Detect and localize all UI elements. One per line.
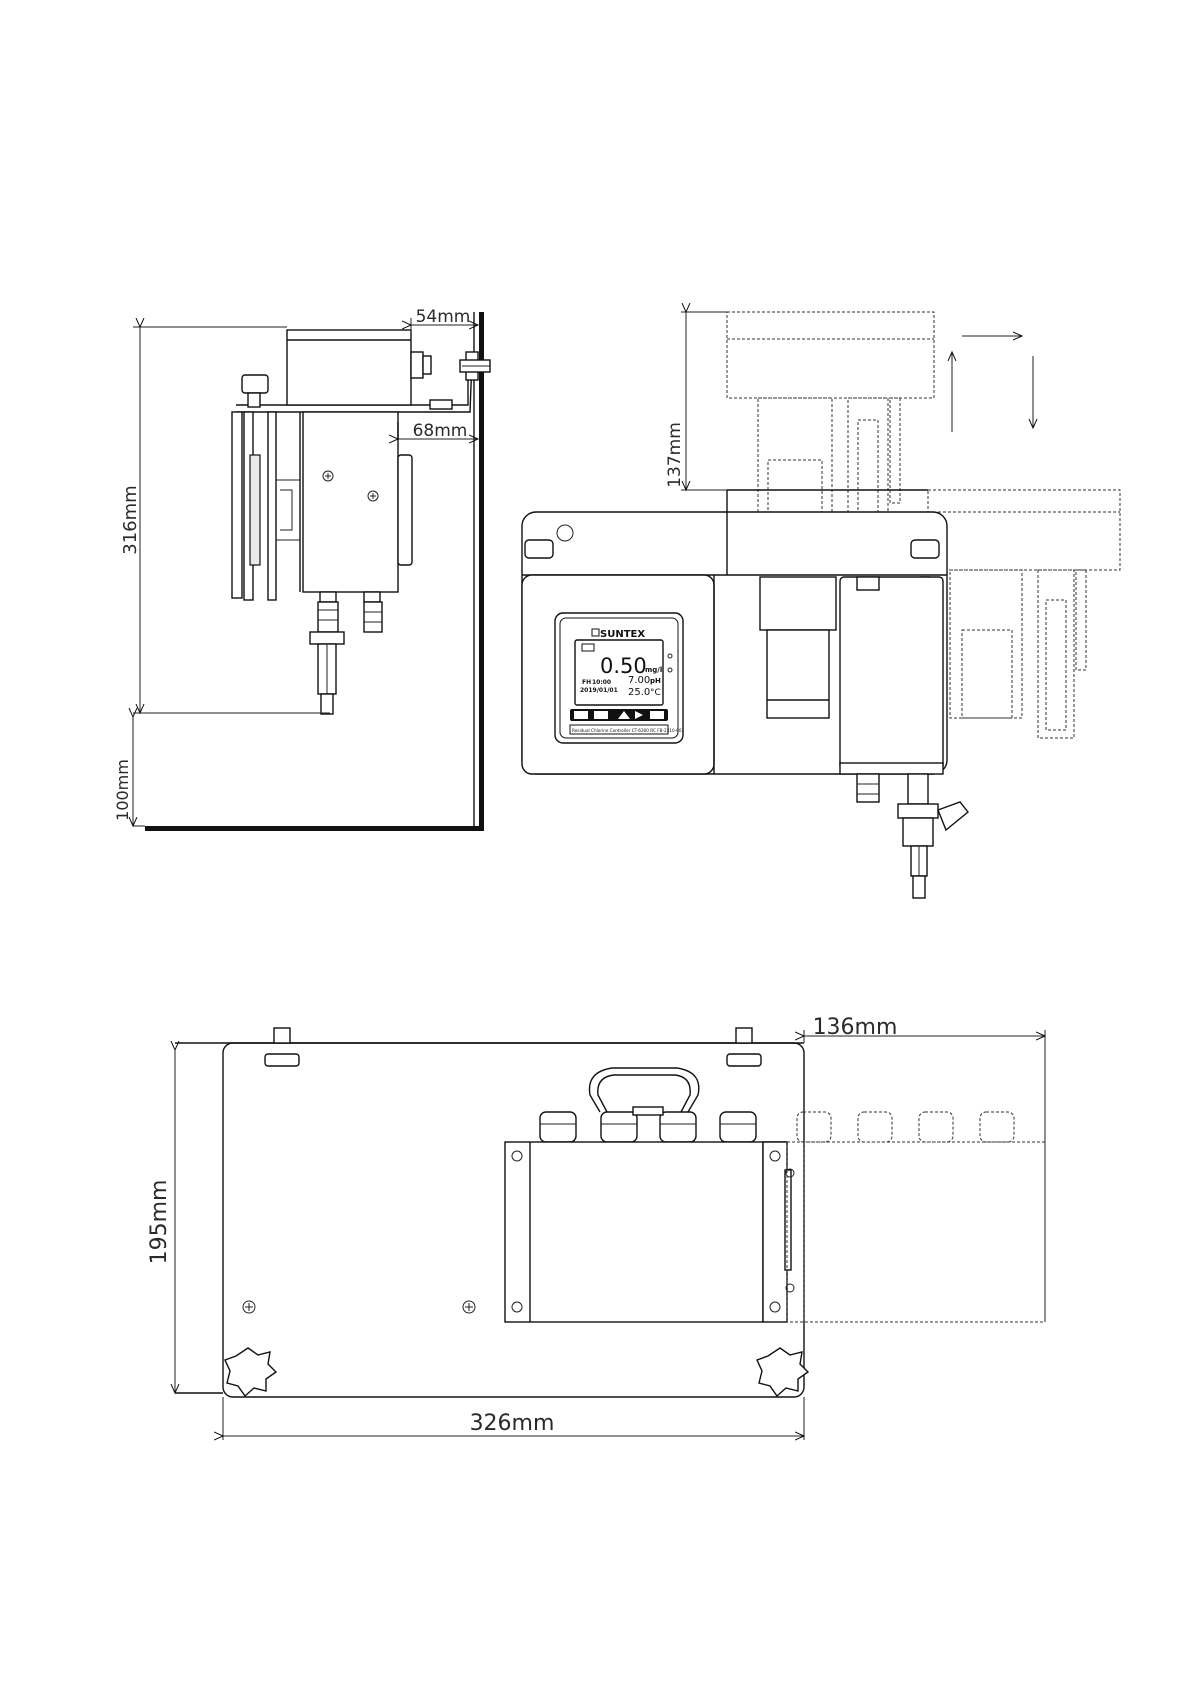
mode-label: FH — [582, 679, 591, 686]
front-view: 137mm SUNTEX 0.50 mg/l FH 10:00 2019/01/… — [522, 312, 1120, 898]
front-sensor-housing — [840, 577, 943, 770]
time-label: 10:00 — [592, 679, 611, 686]
brand-label: SUNTEX — [600, 629, 645, 640]
top-view: 136mm 195mm 326mm — [147, 1015, 1045, 1440]
ph-reading: 7.00 — [628, 675, 650, 686]
dim-extension-width: 136mm — [813, 1015, 898, 1040]
key-setup — [594, 711, 608, 719]
dim-lift-height: 137mm — [665, 422, 685, 488]
dim-base-width: 326mm — [470, 1411, 555, 1436]
side-sensor-housing — [303, 412, 398, 592]
key-enter — [650, 711, 664, 719]
dim-base-height: 195mm — [147, 1180, 172, 1265]
dim-top-offset: 54mm — [416, 307, 471, 327]
knob-icon — [242, 375, 268, 393]
temp-reading: 25.0 — [628, 687, 650, 698]
ph-unit: pH — [650, 677, 661, 685]
date-label: 2019/01/01 — [580, 687, 618, 694]
side-controller-box — [287, 330, 411, 405]
model-footer: Residual Chlorine Controller CT-6300 RC … — [572, 728, 685, 733]
side-view: 316mm 100mm 54mm 68mm — [113, 307, 490, 831]
dim-depth: 68mm — [413, 421, 468, 441]
dim-floor-gap: 100mm — [113, 759, 132, 821]
main-unit: mg/l — [645, 666, 662, 674]
temp-unit: °C — [650, 688, 661, 698]
dim-side-height: 316mm — [120, 485, 141, 554]
top-enclosure — [505, 1142, 763, 1322]
floor — [145, 826, 484, 831]
key-esc — [574, 711, 588, 719]
wall — [479, 312, 484, 830]
